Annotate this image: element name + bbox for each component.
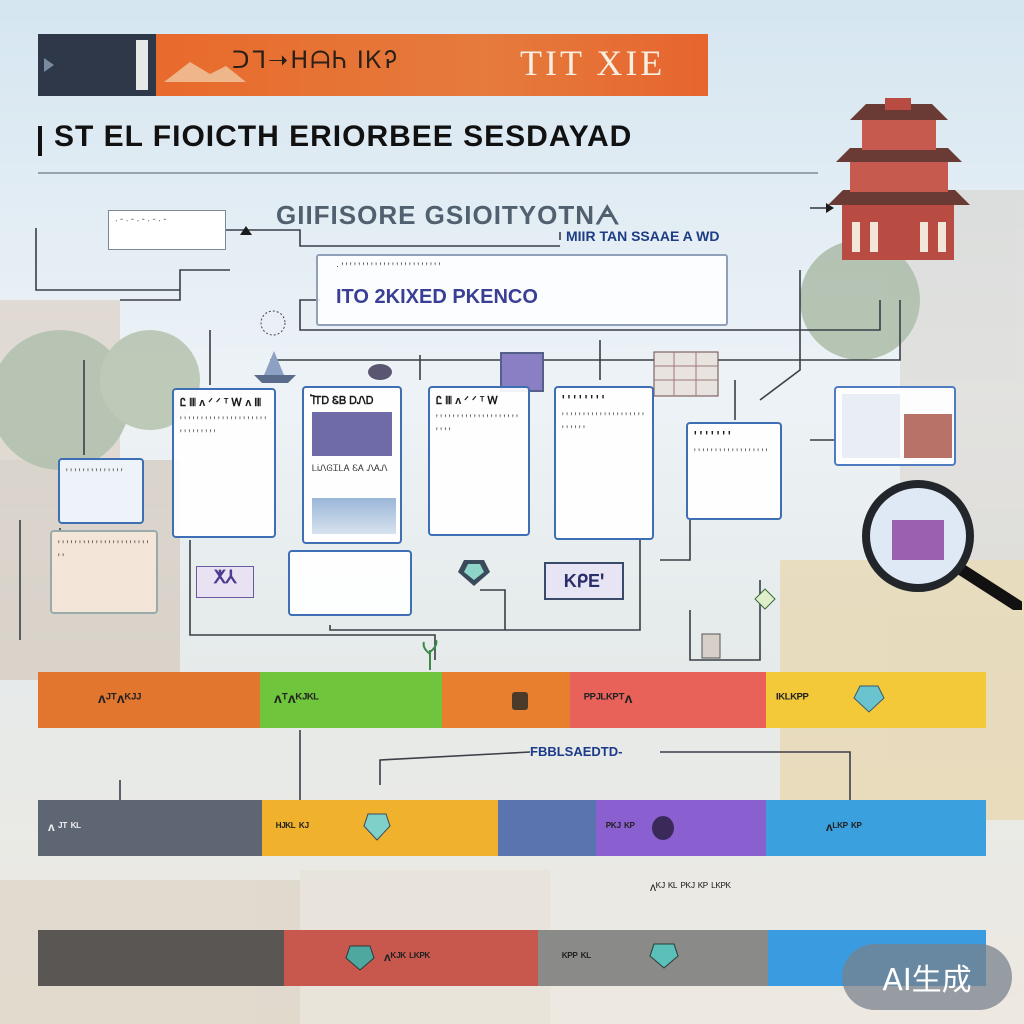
info-card-3-text: ꞌ ꞌ ꞌ ꞌ ꞌ ꞌ ꞌ ꞌ ꞌ ꞌ ꞌ ꞌ ꞌ ꞌ ꞌ ꞌ ꞌ ꞌ ꞌ ꞌ …: [436, 413, 518, 436]
banner-script-text: ᑐᒣ➝ᕼᗩᏂ ⅠᏦᎮ: [232, 48, 399, 74]
globe-sketch-icon: [260, 310, 286, 336]
map-grid-icon: [653, 351, 719, 397]
banner-title: TIT XIE: [520, 43, 666, 83]
row3-seg2-label: ᴧᴷᴶᴷ ᴸᴷᴾᴷ: [384, 950, 431, 964]
row2-seg1-label: ᴧ ᴶᵀ ᴷᴸ: [48, 820, 82, 834]
info-card-3-title: Ꮭ ꘈ ᴧ ᐟ ᐟ ᵀ Ꮃ: [436, 395, 499, 407]
timeline-row1-seg2: ᴧᵀᴧᴷᴶᴷᴸ: [260, 672, 442, 728]
image-card-right: [904, 414, 952, 458]
note-box-text: ᐧ ᐨ ᐧ ᐨ ᐧ ᐨ ᐧ ᐨ ᐧ ᐨ: [115, 216, 167, 226]
side-card-2: ꞌ ꞌ ꞌ ꞌ ꞌ ꞌ ꞌ ꞌ ꞌ ꞌ ꞌ ꞌ ꞌ ꞌ ꞌ ꞌ ꞌ ꞌ ꞌ ꞌ …: [50, 530, 158, 614]
row1-seg3-icon: [512, 692, 528, 710]
side-card-2-text: ꞌ ꞌ ꞌ ꞌ ꞌ ꞌ ꞌ ꞌ ꞌ ꞌ ꞌ ꞌ ꞌ ꞌ ꞌ ꞌ ꞌ ꞌ ꞌ ꞌ …: [58, 539, 149, 562]
poster-image: [312, 412, 392, 456]
bookmark-icon: [136, 40, 148, 90]
row2-seg2-label: ᴴᴶᴷᴸ ᴷᴶ: [276, 820, 309, 834]
city-thumbnail: [312, 498, 396, 534]
title-banner: [156, 34, 708, 96]
timeline-row2-seg1: ᴧ ᴶᵀ ᴷᴸ: [38, 800, 262, 856]
row1-seg1-label: ᴧᴶᵀᴧᴷᴶᴶ: [98, 690, 142, 706]
timeline-row3-seg3: ᴷᴾᴾ ᴷᴸ: [538, 930, 768, 986]
info-card-5-title: ꞌ ꞌ ꞌ ꞌ ꞌ ꞌ ꞌ: [694, 430, 731, 442]
ship-icon: [254, 351, 296, 383]
info-card-5-text: ꞌ ꞌ ꞌ ꞌ ꞌ ꞌ ꞌ ꞌ ꞌ ꞌ ꞌ ꞌ ꞌ ꞌ ꞌ ꞌ ꞌ ꞌ: [694, 447, 768, 457]
timeline-row2-seg5: ᴧᴸᴷᴾ ᴷᴾ: [766, 800, 986, 856]
row1-seg4-label: ᴾᴾᴶᴸᴷᴾᵀᴧ: [584, 690, 633, 706]
row2-seg4-label: ᴾᴷᴶ ᴷᴾ: [606, 820, 635, 834]
timeline-row3-seg1: [38, 930, 284, 986]
info-card-2-text: ᏞᎥᏁᎶᏆᏞᎪ ᏋᎪ ᏁᎪᏁ: [312, 463, 388, 473]
timeline-row3-seg2: ᴧᴷᴶᴷ ᴸᴷᴾᴷ: [284, 930, 538, 986]
row3-gem-icon-2: [649, 943, 679, 969]
info-card-1-text: ꞌ ꞌ ꞌ ꞌ ꞌ ꞌ ꞌ ꞌ ꞌ ꞌ ꞌ ꞌ ꞌ ꞌ ꞌ ꞌ ꞌ ꞌ ꞌ ꞌ …: [180, 415, 267, 438]
page-title: ST EL FIOICTH ERIORBEE SESDAYAD: [54, 120, 633, 153]
header-box: [316, 254, 728, 326]
header-box-title: ITO 2KIXED PKENCO: [336, 286, 538, 308]
side-card-1: ꞌ ꞌ ꞌ ꞌ ꞌ ꞌ ꞌ ꞌ ꞌ ꞌ ꞌ ꞌ ꞌ ꞌ: [58, 458, 144, 524]
label-box-kx: ⵅ⅄: [196, 566, 254, 598]
row2-gem-icon: [363, 813, 391, 841]
info-card-4: ꞌ ꞌ ꞌ ꞌ ꞌ ꞌ ꞌ ꞌ ꞌ ꞌ ꞌ ꞌ ꞌ ꞌ ꞌ ꞌ ꞌ ꞌ ꞌ ꞌ …: [554, 386, 654, 540]
info-card-1: Ꮭ ꘈ ᴧ ᐟ ᐟ ᵀ Ꮃ ᴧ ꘈ ꞌ ꞌ ꞌ ꞌ ꞌ ꞌ ꞌ ꞌ ꞌ ꞌ ꞌ …: [172, 388, 276, 538]
side-card-1-text: ꞌ ꞌ ꞌ ꞌ ꞌ ꞌ ꞌ ꞌ ꞌ ꞌ ꞌ ꞌ ꞌ ꞌ: [66, 467, 123, 477]
row3-seg3-label: ᴷᴾᴾ ᴷᴸ: [562, 950, 592, 964]
gem-icon: [458, 560, 490, 586]
pagoda-icon: [828, 98, 970, 260]
header-box-dots: · ꞌ ꞌ ꞌ ꞌ ꞌ ꞌ ꞌ ꞌ ꞌ ꞌ ꞌ ꞌ ꞌ ꞌ ꞌ ꞌ ꞌ ꞌ ꞌ …: [336, 261, 441, 271]
timeline-row1-seg3: [442, 672, 570, 728]
info-card-6: [288, 550, 412, 616]
row1-seg2-label: ᴧᵀᴧᴷᴶᴷᴸ: [274, 690, 320, 706]
banner-dark-block: [38, 34, 156, 96]
label-box-kpe: KᑭEꞌ: [544, 562, 624, 600]
row1-gem-icon: [853, 685, 885, 713]
diagram-subtitle: GIIFISORE GSIOITYOTNᗅ: [276, 200, 621, 230]
info-card-4-title: ꞌ ꞌ ꞌ ꞌ ꞌ ꞌ ꞌ ꞌ: [562, 394, 605, 406]
diagram-subtitle-right: MIIR TAN SSAAE A WD: [566, 228, 720, 244]
row2-seg4-icon: [652, 816, 674, 840]
info-card-4-text: ꞌ ꞌ ꞌ ꞌ ꞌ ꞌ ꞌ ꞌ ꞌ ꞌ ꞌ ꞌ ꞌ ꞌ ꞌ ꞌ ꞌ ꞌ ꞌ ꞌ …: [562, 411, 644, 434]
lantern-icon: [701, 633, 721, 659]
timeline-row2-seg2: ᴴᴶᴷᴸ ᴷᴶ: [262, 800, 498, 856]
row1-seg5-label: ᴵᴷᴸᴷᴾᴾ: [776, 690, 809, 706]
ai-generated-badge: AI生成: [842, 944, 1012, 1010]
row3-gem-icon: [345, 945, 375, 971]
info-card-1-title: Ꮭ ꘈ ᴧ ᐟ ᐟ ᵀ Ꮃ ᴧ ꘈ: [180, 397, 262, 409]
diamond-icon: [754, 588, 776, 610]
timeline-row1-seg1: ᴧᴶᵀᴧᴷᴶᴶ: [38, 672, 260, 728]
timeline-row1-seg5: ᴵᴷᴸᴷᴾᴾ: [766, 672, 986, 728]
title-divider: [38, 172, 818, 174]
image-card-left: [842, 394, 900, 458]
timeline-row1-seg4: ᴾᴾᴶᴸᴷᴾᵀᴧ: [570, 672, 766, 728]
plant-icon: [422, 640, 438, 670]
picture-frame-icon: [500, 352, 544, 392]
info-card-5: ꞌ ꞌ ꞌ ꞌ ꞌ ꞌ ꞌ ꞌ ꞌ ꞌ ꞌ ꞌ ꞌ ꞌ ꞌ ꞌ ꞌ ꞌ ꞌ ꞌ …: [686, 422, 782, 520]
title-bar-mark: [38, 126, 42, 156]
note-box: ᐧ ᐨ ᐧ ᐨ ᐧ ᐨ ᐧ ᐨ ᐧ ᐨ: [108, 210, 226, 250]
lower-note: ᴧᴷᴶ ᴷᴸ ᴾᴷᴶ ᴷᴾ ᴸᴷᴾᴷ: [650, 880, 731, 894]
bird-icon: [368, 364, 392, 380]
timeline-row2-seg3: [498, 800, 596, 856]
info-card-2-title: ႨᎢᎠ ᏋᏴ ᎠᏁᎠ: [310, 395, 374, 407]
row2-seg5-label: ᴧᴸᴷᴾ ᴷᴾ: [826, 820, 862, 834]
magnifier-icon: [862, 480, 1022, 610]
mountain-icon: [164, 62, 246, 82]
info-card-3: Ꮭ ꘈ ᴧ ᐟ ᐟ ᵀ Ꮃ ꞌ ꞌ ꞌ ꞌ ꞌ ꞌ ꞌ ꞌ ꞌ ꞌ ꞌ ꞌ ꞌ …: [428, 386, 530, 536]
mid-label: FBBLSAEDTD-: [530, 744, 623, 759]
info-card-2: ႨᎢᎠ ᏋᏴ ᎠᏁᎠ ᏞᎥᏁᎶᏆᏞᎪ ᏋᎪ ᏁᎪᏁ: [302, 386, 402, 544]
arrow-icon: [44, 58, 54, 72]
timeline-row2-seg4: ᴾᴷᴶ ᴷᴾ: [596, 800, 766, 856]
image-card: [834, 386, 956, 466]
